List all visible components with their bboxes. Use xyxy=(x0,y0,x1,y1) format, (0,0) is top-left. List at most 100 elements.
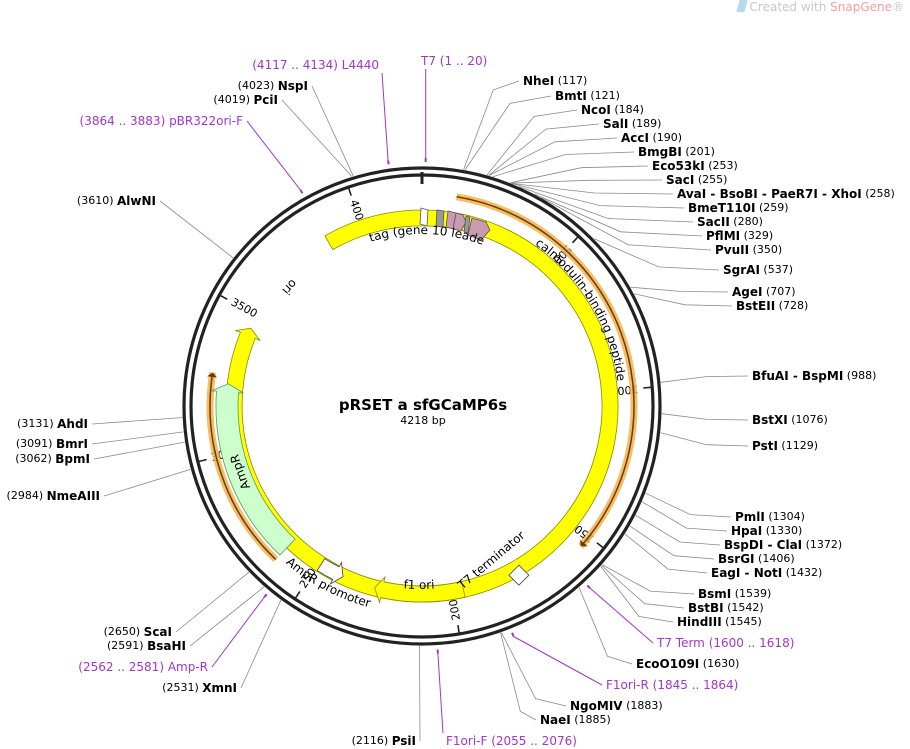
site-label-bstbi[interactable]: BstBI (1542) xyxy=(688,601,764,615)
watermark-prefix: Created with xyxy=(749,0,827,14)
site-label-pmli[interactable]: PmlI (1304) xyxy=(735,510,805,524)
site-leader-line xyxy=(93,441,185,460)
site-leader-line xyxy=(600,565,674,623)
site-leader-line xyxy=(534,193,703,237)
site-leader-line xyxy=(578,587,633,665)
site-label-pcii[interactable]: (4019) PciI xyxy=(213,93,278,107)
primer-label-t7-term[interactable]: T7 Term (1600 .. 1618) xyxy=(656,636,794,650)
site-label-nspi[interactable]: (4023) NspI xyxy=(238,79,308,93)
label-ori: ori xyxy=(279,277,300,298)
snapgene-watermark: Created with SnapGene® xyxy=(735,0,904,14)
site-leader-line xyxy=(189,586,265,647)
site-label-bsahi[interactable]: (2591) BsaHI xyxy=(107,639,186,653)
site-label-psti[interactable]: PstI (1129) xyxy=(752,439,818,453)
site-label-bpmi[interactable]: (3062) BpmI xyxy=(15,452,90,466)
scale-tick xyxy=(643,386,652,389)
feature-ampr-outer[interactable] xyxy=(209,375,277,561)
primer-leader-line xyxy=(211,597,265,668)
site-leader-line xyxy=(641,501,728,532)
watermark-brand: SnapGene xyxy=(830,0,892,14)
site-label-agei[interactable]: AgeI (707) xyxy=(732,285,796,299)
small-gray-feature-2 xyxy=(463,215,471,234)
site-label-naei[interactable]: NaeI (1885) xyxy=(540,713,611,727)
site-label-ahdi[interactable]: (3131) AhdI xyxy=(17,417,88,431)
feature-ampr-promoter[interactable] xyxy=(316,558,344,585)
site-label-bsmi[interactable]: BsmI (1539) xyxy=(698,587,771,601)
site-label-sgrai[interactable]: SgrAI (537) xyxy=(723,263,793,277)
site-leader-line xyxy=(500,632,537,721)
primer-leader-line xyxy=(437,653,444,734)
primer-label-f1ori-r[interactable]: F1ori-R (1845 .. 1864) xyxy=(606,678,738,692)
site-label-bsteii[interactable]: BstEII (728) xyxy=(736,299,808,313)
feature-ori[interactable] xyxy=(225,209,619,603)
plasmid-name: pRSET a sfGCaMP6s xyxy=(339,396,507,414)
watermark-reg: ® xyxy=(892,0,904,14)
site-leader-line xyxy=(645,492,732,518)
primer-label-f1ori-f[interactable]: F1ori-F (2055 .. 2076) xyxy=(446,734,577,748)
site-label-pvuii[interactable]: PvuII (350) xyxy=(715,243,782,257)
site-label-ngomiv[interactable]: NgoMIV (1883) xyxy=(570,699,663,713)
site-leader-line xyxy=(541,197,712,251)
site-leader-line xyxy=(510,165,649,184)
site-label-saci[interactable]: SacI (255) xyxy=(666,173,727,187)
site-label-ecoo109i[interactable]: EcoO109I (1630) xyxy=(636,657,739,671)
small-white-feature xyxy=(419,207,429,227)
site-label-bfuai[interactable]: BfuAI - BspMI (988) xyxy=(752,369,876,383)
scale-tick xyxy=(571,236,579,244)
primer-label-t7[interactable]: T7 (1 .. 20) xyxy=(420,54,487,68)
site-label-eco53ki[interactable]: Eco53kI (253) xyxy=(652,159,738,173)
site-label-scai[interactable]: (2650) ScaI xyxy=(104,625,172,639)
site-label-bmti[interactable]: BmtI (121) xyxy=(555,89,620,103)
site-leader-line xyxy=(103,469,191,497)
feature-t7-terminator[interactable] xyxy=(508,564,530,586)
site-leader-line xyxy=(661,413,749,421)
primer-label-pbr322ori-f[interactable]: (3864 .. 3883) pBR322ori-F xyxy=(80,114,244,128)
site-label-alwni[interactable]: (3610) AlwNI xyxy=(77,194,156,208)
scale-tick xyxy=(198,458,207,463)
site-leader-line xyxy=(175,571,250,633)
site-leader-line xyxy=(601,565,685,609)
site-label-psii[interactable]: (2116) PsiI xyxy=(352,734,416,748)
site-leader-line xyxy=(512,183,685,209)
site-label-hpai[interactable]: HpaI (1330) xyxy=(731,524,802,538)
site-label-bmet110i[interactable]: BmeT110I (259) xyxy=(688,201,789,215)
site-label-sali[interactable]: SalI (189) xyxy=(603,117,661,131)
primer-mark xyxy=(511,632,515,637)
feature-ampr[interactable] xyxy=(211,383,296,556)
site-label-xmni[interactable]: (2531) XmnI xyxy=(162,681,237,695)
site-label-pflmi[interactable]: PflMI (329) xyxy=(706,229,773,243)
site-label-bmgbi[interactable]: BmgBI (201) xyxy=(638,145,715,159)
site-leader-line xyxy=(635,514,721,546)
feature-calmodulin-binding-peptide[interactable] xyxy=(456,196,635,545)
site-leader-line xyxy=(624,533,708,574)
site-leader-line xyxy=(311,85,354,177)
site-leader-line xyxy=(511,183,674,195)
site-label-bsrgi[interactable]: BsrGI (1406) xyxy=(718,552,795,566)
site-leader-line xyxy=(594,238,720,271)
site-label-hindiii[interactable]: HindIII (1545) xyxy=(677,615,762,629)
site-label-ncoi[interactable]: NcoI (184) xyxy=(581,103,644,117)
site-leader-line xyxy=(602,564,695,595)
site-label-sacii[interactable]: SacII (280) xyxy=(697,215,763,229)
site-leader-line xyxy=(91,417,183,425)
site-leader-line xyxy=(660,375,749,383)
primer-leader-line xyxy=(381,72,389,161)
site-label-eagi[interactable]: EagI - NotI (1432) xyxy=(711,566,822,580)
calmodulin-binding-peptide-arrowhead xyxy=(580,539,588,547)
site-label-nhei[interactable]: NheI (117) xyxy=(523,74,587,88)
primer-label-l4440[interactable]: (4117 .. 4134) L4440 xyxy=(252,58,379,72)
site-leader-line xyxy=(629,525,715,560)
site-leader-line xyxy=(500,632,567,707)
site-label-acci[interactable]: AccI (190) xyxy=(621,131,682,145)
site-leader-line xyxy=(419,645,421,742)
primer-label-amp-r[interactable]: (2562 .. 2581) Amp-R xyxy=(78,660,208,674)
site-label-bspdi[interactable]: BspDI - ClaI (1372) xyxy=(724,538,842,552)
site-label-bstxi[interactable]: BstXI (1076) xyxy=(752,413,828,427)
feature-f1-ori[interactable] xyxy=(374,575,466,604)
site-label-nmeaiii[interactable]: (2984) NmeAIII xyxy=(7,489,100,503)
site-label-bmri[interactable]: (3091) BmrI xyxy=(16,437,88,451)
site-label-avai[interactable]: AvaI - BsoBI - PaeR7I - XhoI (258) xyxy=(677,187,895,201)
site-leader-line xyxy=(463,80,520,170)
site-leader-line xyxy=(91,431,184,445)
